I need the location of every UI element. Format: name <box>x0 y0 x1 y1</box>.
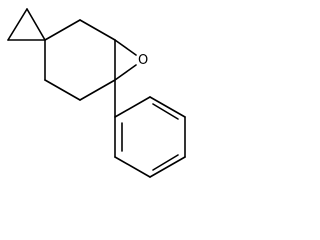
oxygen-atom-label: O <box>138 53 148 68</box>
molecule-drawing: O <box>7 8 186 178</box>
epoxide-bond-lower <box>114 64 137 81</box>
cyclopropane-bond-3 <box>26 8 46 41</box>
cyclohexane-bond-1 <box>44 19 81 41</box>
cyclopropane-bond-2 <box>7 8 28 41</box>
cyclohexane-bond-4 <box>79 79 116 101</box>
benzene-double-bond-top <box>152 103 179 120</box>
cyclohexane-bond-5 <box>44 79 81 101</box>
benzene-double-bond-bottom <box>152 154 179 171</box>
benzene-bond-4 <box>149 156 186 178</box>
epoxide-bond-upper <box>114 39 137 56</box>
benzene-bond-1 <box>114 96 151 118</box>
structure-diagram: O <box>0 0 198 188</box>
cyclohexane-bond-2 <box>79 19 116 41</box>
benzene-bond-2 <box>149 96 186 118</box>
benzene-bond-5 <box>114 156 151 178</box>
